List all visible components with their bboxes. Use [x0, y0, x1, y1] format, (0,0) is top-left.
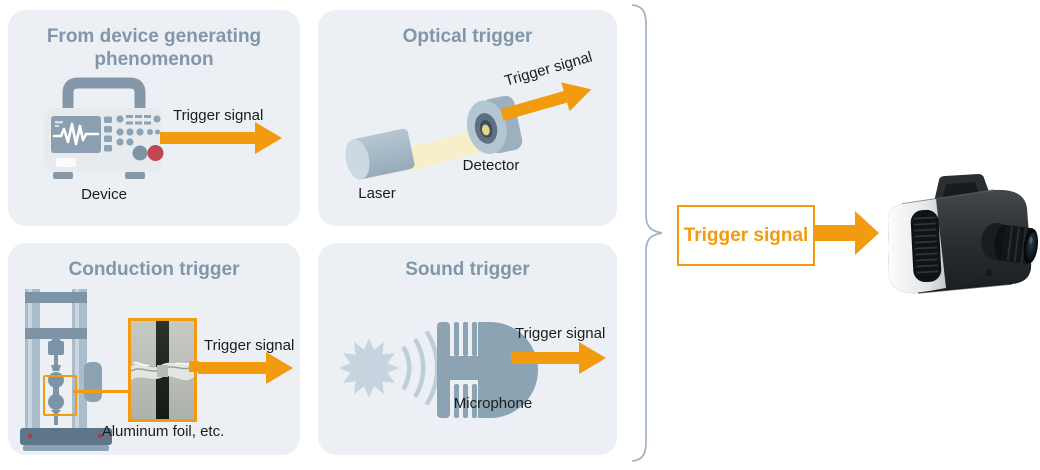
conduction-trigger-arrow-icon	[198, 352, 293, 384]
oscilloscope-icon	[44, 77, 164, 179]
trigger-signal-box: Trigger signal	[677, 205, 815, 266]
foil-arrow-tab	[189, 361, 199, 372]
sound-trigger-signal-label: Trigger signal	[515, 325, 606, 342]
panel-sound-title: Sound trigger	[405, 259, 530, 280]
output-trigger-arrow-icon	[815, 211, 879, 255]
laser-beam	[406, 128, 482, 172]
specimen-highlight-box	[43, 375, 77, 416]
panel-sound-trigger: Sound trigger Microp	[318, 243, 617, 455]
panel-device-title: From device generating phenomenon	[46, 26, 262, 71]
detector-icon	[466, 95, 523, 154]
panel-optical-title: Optical trigger	[402, 26, 533, 47]
device-label: Device	[81, 186, 127, 203]
trigger-signal-box-label: Trigger signal	[683, 224, 809, 246]
sound-scene	[339, 322, 538, 418]
aluminum-foil-photo	[128, 318, 197, 422]
panel-optical-trigger: Optical trigger	[318, 10, 617, 226]
curly-brace	[631, 4, 663, 462]
panel-device-trigger: From device generating phenomenon	[8, 10, 300, 226]
sound-trigger-arrow-icon	[511, 342, 606, 374]
panel-conduction-title: Conduction trigger	[68, 259, 240, 280]
laser-label: Laser	[358, 185, 396, 202]
microphone-icon	[437, 322, 538, 418]
optical-trigger-arrow-icon	[500, 82, 592, 121]
conduction-trigger-signal-label: Trigger signal	[204, 337, 295, 354]
device-trigger-arrow-icon	[160, 122, 282, 154]
device-trigger-signal-label: Trigger signal	[173, 107, 264, 124]
microphone-label: Microphone	[453, 395, 533, 412]
laser-detector-scene	[345, 82, 592, 180]
detector-label: Detector	[462, 157, 520, 174]
laser-icon	[345, 128, 415, 180]
aluminum-foil-label: Aluminum foil, etc.	[101, 423, 225, 440]
high-speed-camera-image	[888, 174, 1039, 294]
sound-waves-icon	[401, 330, 440, 406]
panel-conduction-trigger: Conduction trigger	[8, 243, 300, 455]
highlight-connector-line	[73, 390, 128, 393]
starburst-icon	[339, 338, 399, 398]
